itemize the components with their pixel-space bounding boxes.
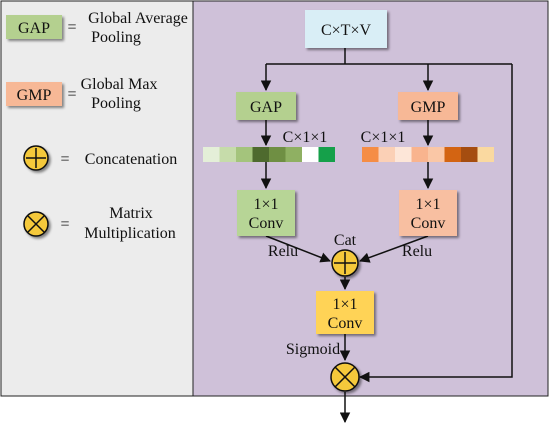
legend-gmp-box [6, 82, 62, 106]
gmp-strip-cell [362, 147, 379, 162]
gap-strip-cell [269, 147, 286, 162]
input-tensor-label: C×T×V [321, 22, 371, 39]
gmp-strip-cell [378, 147, 395, 162]
connections [260, 48, 513, 424]
conv-right-line2: Conv [411, 215, 446, 232]
gmp-feature-strip [362, 147, 494, 162]
gap-strip-cell [236, 147, 253, 162]
gmp-strip-cell [428, 147, 445, 162]
conv-left-box [237, 190, 295, 236]
gap-label: GAP [250, 99, 282, 116]
conv-mid-line1: 1×1 [332, 296, 357, 313]
gap-strip-cell [219, 147, 236, 162]
legend-gap-box [6, 15, 62, 39]
relu-left-label: Relu [268, 243, 298, 260]
gap-shape-label: C×1×1 [283, 129, 328, 146]
legend-matmul-line1: Matrix [109, 205, 153, 222]
conv-left-line1: 1×1 [253, 196, 278, 213]
gap-box [236, 92, 296, 120]
legend-concat-text: Concatenation [85, 151, 177, 168]
legend-gmp-line1: Global Max [81, 76, 158, 93]
legend-panel [0, 0, 194, 397]
legend-matmul: = Matrix Multiplication [23, 205, 176, 242]
gmp-strip-cell [477, 147, 494, 162]
legend-gmp-eq: = [67, 86, 76, 103]
legend-gmp-abbr: GMP [17, 87, 52, 104]
legend-concat: = Concatenation [23, 145, 177, 171]
legend-gap-line2: Pooling [91, 29, 141, 46]
legend-gmp-line2: Pooling [91, 95, 141, 112]
gap-strip-cell [203, 147, 220, 162]
legend-gap-abbr: GAP [18, 20, 50, 37]
gap-strip-cell [285, 147, 302, 162]
input-tensor-box [305, 10, 387, 48]
legend-gmp: GMP = Global Max Pooling [6, 76, 157, 112]
gmp-label: GMP [411, 99, 446, 116]
conv-right-box [399, 190, 457, 236]
gmp-shape-label: C×1×1 [361, 129, 406, 146]
legend-matmul-eq: = [60, 216, 69, 233]
legend-gap: GAP = Global Average Pooling [6, 10, 188, 46]
gmp-strip-cell [461, 147, 478, 162]
legend-gap-line1: Global Average [88, 10, 188, 27]
relu-right-label: Relu [402, 243, 432, 260]
gap-strip-cell [318, 147, 335, 162]
conv-left-line2: Conv [249, 215, 284, 232]
conv-mid-box [316, 291, 374, 334]
legend-gap-eq: = [67, 19, 76, 36]
legend-matmul-line2: Multiplication [84, 225, 176, 242]
gmp-box [398, 92, 458, 120]
gmp-strip-cell [444, 147, 461, 162]
legend-concat-eq: = [60, 151, 69, 168]
cat-label: Cat [334, 232, 357, 249]
conv-mid-line2: Conv [328, 315, 363, 332]
conv-right-line1: 1×1 [415, 196, 440, 213]
sigmoid-label: Sigmoid [286, 341, 340, 358]
gmp-strip-cell [411, 147, 428, 162]
gap-strip-cell [302, 147, 319, 162]
gmp-strip-cell [395, 147, 412, 162]
gap-strip-cell [252, 147, 269, 162]
gap-feature-strip [203, 147, 335, 162]
